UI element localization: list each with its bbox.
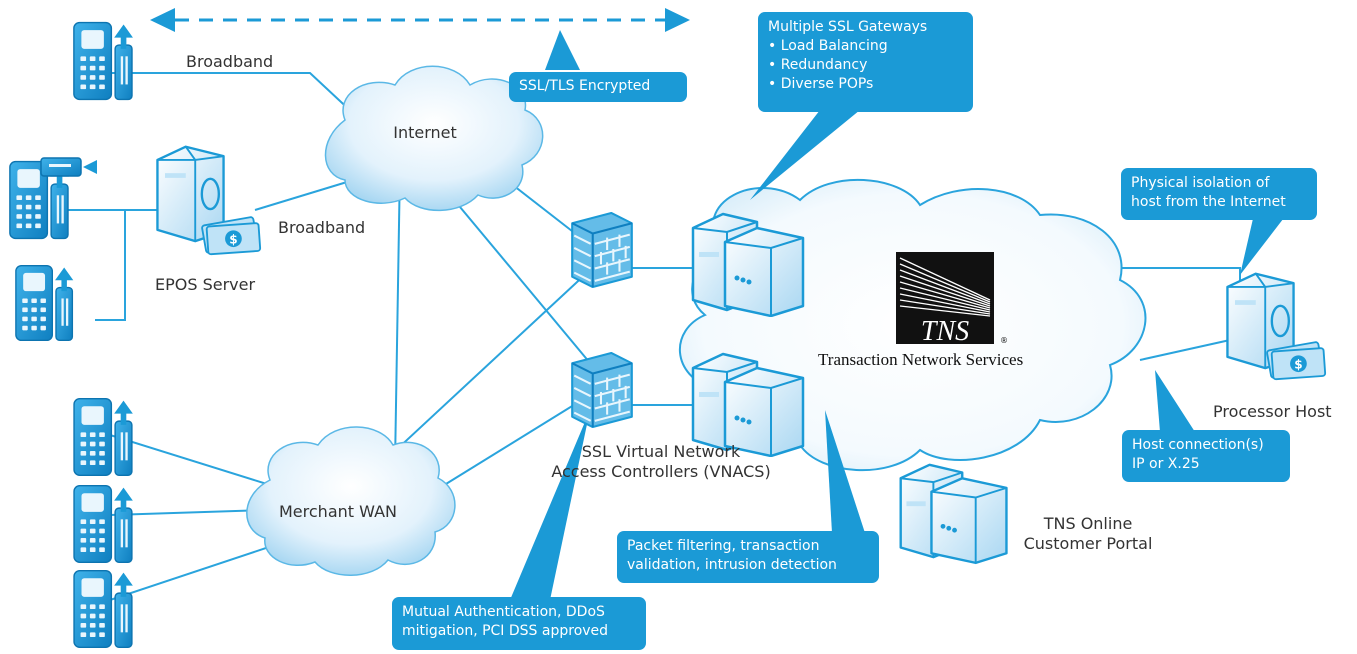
card-reader-icon — [40, 157, 98, 177]
callout-line: Physical isolation of — [1131, 175, 1270, 191]
broadband-label-top: Broadband — [186, 52, 274, 71]
registered-mark: ® — [1000, 336, 1008, 345]
processor-host-label: Processor Host — [1213, 402, 1332, 421]
merchant-wan-cloud — [246, 426, 456, 576]
callout-line: Mutual Authentication, DDoS — [402, 604, 605, 620]
vnacs-label: SSL Virtual Network Access Controllers (… — [546, 442, 776, 482]
callout-packet-filtering: Packet filtering, transaction validation… — [617, 531, 879, 583]
tns-logo-text: TNS — [921, 316, 969, 347]
tns-portal-label-line: TNS Online — [1043, 514, 1133, 533]
tns-portal-label-line: Customer Portal — [1023, 534, 1153, 553]
callout-host-connection: Host connection(s) IP or X.25 — [1122, 430, 1290, 482]
callout-mutual-auth: Mutual Authentication, DDoS mitigation, … — [392, 597, 646, 650]
callout-ssl-encrypted: SSL/TLS Encrypted — [509, 72, 687, 102]
merchant-wan-label: Merchant WAN — [279, 502, 397, 521]
firewall-icon — [571, 351, 633, 429]
callout-line: • Redundancy — [768, 57, 868, 73]
callout-line: mitigation, PCI DSS approved — [402, 623, 609, 639]
callout-gateways: Multiple SSL Gateways • Load Balancing •… — [758, 12, 973, 112]
tns-logo: TNS ® — [896, 252, 1008, 347]
callout-line: validation, intrusion detection — [627, 557, 837, 573]
epos-server-label: EPOS Server — [155, 275, 256, 294]
vnacs-label-line: SSL Virtual Network — [581, 442, 741, 461]
broadband-label-mid: Broadband — [278, 218, 366, 237]
ssl-encrypted-arrow — [150, 8, 690, 32]
callout-line: IP or X.25 — [1132, 456, 1200, 472]
pos-terminal-icon — [73, 21, 134, 101]
callout-line: Multiple SSL Gateways — [768, 19, 928, 35]
pos-terminal-icon — [15, 264, 75, 342]
callout-isolation: Physical isolation of host from the Inte… — [1121, 168, 1317, 220]
internet-cloud — [324, 65, 544, 212]
vnacs-label-line: Access Controllers (VNACS) — [551, 462, 771, 481]
callout-line: Packet filtering, transaction — [627, 538, 820, 554]
callout-line: • Load Balancing — [768, 38, 888, 54]
callout-text: SSL/TLS Encrypted — [519, 78, 651, 94]
callout-pointers — [510, 30, 1290, 600]
callout-line: Host connection(s) — [1132, 437, 1264, 453]
tns-portal-label: TNS Online Customer Portal — [1008, 514, 1168, 554]
portal-servers-icon — [899, 463, 1008, 565]
internet-label: Internet — [393, 123, 457, 142]
pos-terminal-icon — [73, 485, 134, 563]
pos-terminal-icon — [73, 398, 134, 476]
tns-name-label: Transaction Network Services — [818, 350, 1024, 369]
firewall-icon — [571, 211, 633, 289]
pos-terminal-icon — [73, 570, 134, 648]
callout-line: host from the Internet — [1131, 194, 1286, 210]
callout-line: • Diverse POPs — [768, 76, 874, 92]
